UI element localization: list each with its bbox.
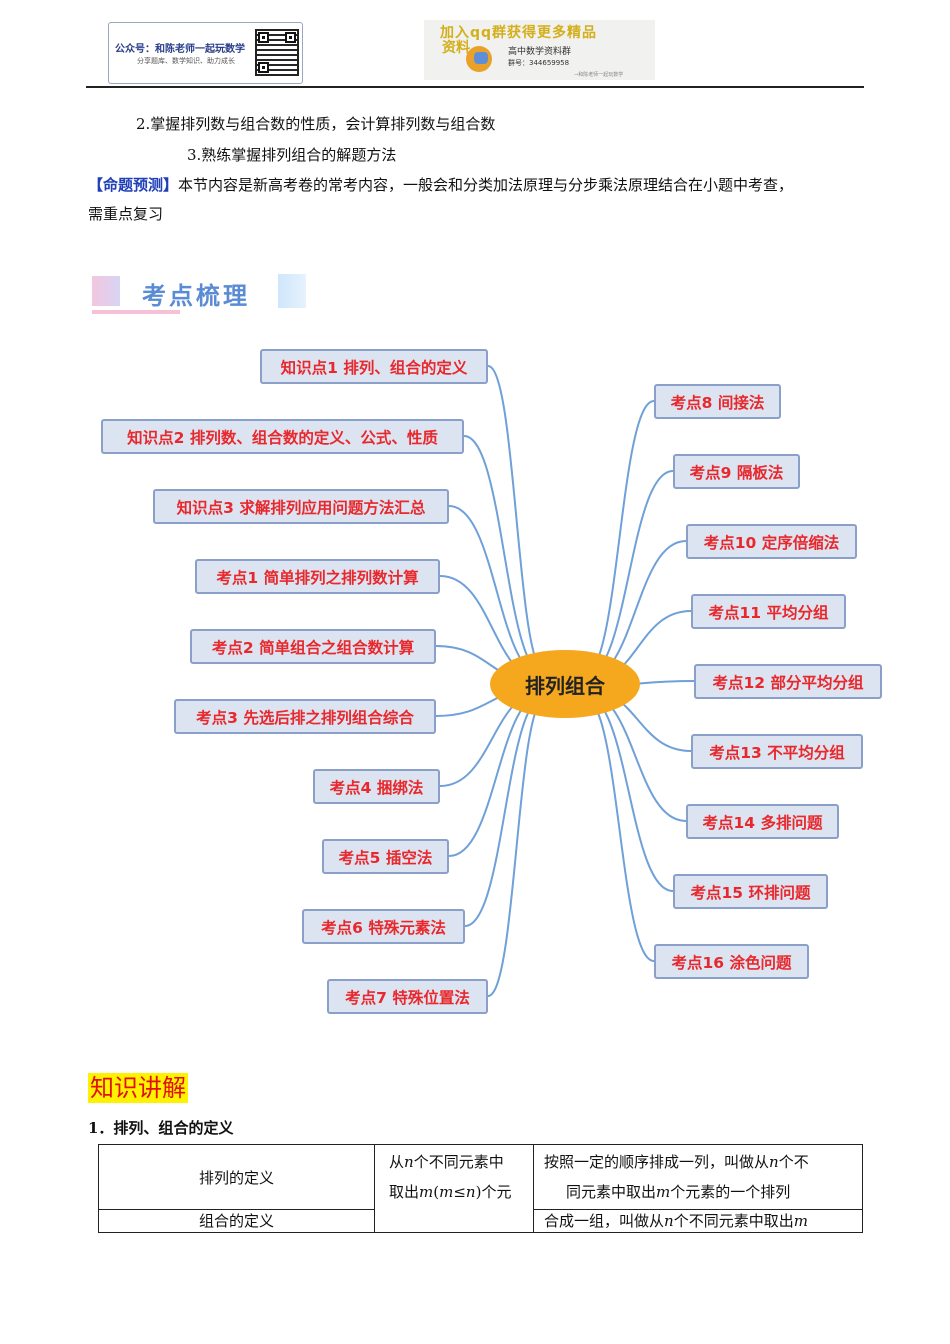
heading-right-bar xyxy=(278,274,306,308)
prediction-tag: 【命题预测】 xyxy=(88,176,179,194)
objective-2: 2.掌握排列数与组合数的性质，会计算排列数与组合数 xyxy=(136,115,496,133)
perm-def-line-1: 按照一定的顺序排成一列，叫做从n个不 xyxy=(544,1153,809,1171)
mindmap-node-left-7: 考点4 捆绑法 xyxy=(313,769,440,804)
perm-def-line-2: 同元素中取出m个元素的一个排列 xyxy=(566,1183,791,1201)
banner-group-name: 高中数学资料群 xyxy=(508,47,572,57)
header-divider xyxy=(86,86,864,88)
connector-right-8 xyxy=(584,694,674,892)
mindmap-node-left-1: 知识点1 排列、组合的定义 xyxy=(260,349,488,384)
mindmap-node-right-2: 考点9 隔板法 xyxy=(673,454,800,489)
account-card: 公众号：和陈老师一起玩数学 分享题库、数学知识、助力成长 xyxy=(108,22,303,84)
connector-left-8 xyxy=(448,692,546,857)
connector-right-1 xyxy=(584,400,655,675)
mindmap-node-left-2: 知识点2 排列数、组合数的定义、公式、性质 xyxy=(101,419,464,454)
avatar-icon xyxy=(466,46,492,72)
mindmap-node-right-6: 考点13 不平均分组 xyxy=(691,734,863,769)
objective-3: 3.熟练掌握排列组合的解题方法 xyxy=(187,146,397,164)
mindmap-node-left-3: 知识点3 求解排列应用问题方法汇总 xyxy=(153,489,449,524)
knowledge-heading: 知识讲解 xyxy=(88,1073,188,1103)
mindmap-node-right-9: 考点16 涂色问题 xyxy=(654,944,809,979)
mindmap-node-right-4: 考点11 平均分组 xyxy=(691,594,846,629)
prediction-line-2: 需重点复习 xyxy=(88,205,164,223)
heading-underline xyxy=(92,310,180,314)
mindmap-node-left-8: 考点5 插空法 xyxy=(322,839,449,874)
connector-left-9 xyxy=(464,695,546,927)
connector-left-1 xyxy=(487,365,546,673)
definition-table: 排列的定义 从n个不同元素中 取出m(m≤n)个元 按照一定的顺序排成一列，叫做… xyxy=(98,1144,863,1233)
banner-subtitle: 资料 xyxy=(442,40,470,56)
connector-left-2 xyxy=(463,435,546,676)
section-title: 考点梳理 xyxy=(142,282,250,310)
qq-group-banner: 加入qq群获得更多精品 资料 高中数学资料群 群号：344659958 →和陈老… xyxy=(424,20,655,80)
mindmap-center: 排列组合 xyxy=(490,650,640,718)
mindmap-node-right-5: 考点12 部分平均分组 xyxy=(694,664,882,699)
mindmap-node-left-4: 考点1 简单排列之排列数计算 xyxy=(195,559,440,594)
qr-code-icon xyxy=(255,29,299,76)
mindmap-node-left-5: 考点2 简单组合之组合数计算 xyxy=(190,629,436,664)
account-title: 公众号：和陈老师一起玩数学 xyxy=(115,44,245,55)
comb-definition-cell: 合成一组，叫做从n个不同元素中取出m xyxy=(533,1209,863,1233)
condition-line-1: 从n个不同元素中 xyxy=(389,1153,504,1171)
connector-left-10 xyxy=(487,698,546,997)
mindmap-node-left-9: 考点6 特殊元素法 xyxy=(302,909,465,944)
perm-label-cell: 排列的定义 xyxy=(98,1144,375,1210)
mindmap-node-right-1: 考点8 间接法 xyxy=(654,384,781,419)
section-heading: 考点梳理 xyxy=(92,272,312,318)
mindmap-node-right-8: 考点15 环排问题 xyxy=(673,874,828,909)
prediction-text: 本节内容是新高考卷的常考内容，一般会和分类加法原理与分步乘法原理结合在小题中考查… xyxy=(178,176,794,194)
mindmap-node-right-7: 考点14 多排问题 xyxy=(686,804,839,839)
connector-right-2 xyxy=(584,470,674,678)
prediction-line-1: 【命题预测】本节内容是新高考卷的常考内容，一般会和分类加法原理与分步乘法原理结合… xyxy=(88,174,793,196)
banner-group-number: 群号：344659958 xyxy=(508,59,570,67)
connector-right-9 xyxy=(584,697,655,962)
shared-condition-cell: 从n个不同元素中 取出m(m≤n)个元 xyxy=(374,1144,534,1233)
condition-line-2: 取出m(m≤n)个元 xyxy=(389,1183,512,1201)
banner-footnote: →和陈老师一起玩数学 xyxy=(574,72,624,78)
comb-label-cell: 组合的定义 xyxy=(98,1209,375,1233)
comb-label: 组合的定义 xyxy=(198,1211,274,1230)
perm-definition-cell: 按照一定的顺序排成一列，叫做从n个不 同元素中取出m个元素的一个排列 xyxy=(533,1144,863,1210)
perm-label: 排列的定义 xyxy=(198,1168,274,1187)
mindmap-node-right-3: 考点10 定序倍缩法 xyxy=(686,524,857,559)
mindmap-node-left-10: 考点7 特殊位置法 xyxy=(327,979,488,1014)
mindmap-node-left-6: 考点3 先选后排之排列组合综合 xyxy=(174,699,436,734)
account-subtitle: 分享题库、数学知识、助力成长 xyxy=(137,57,235,65)
definition-subheading: 1．排列、组合的定义 xyxy=(88,1119,234,1137)
banner-title: 加入qq群获得更多精品 xyxy=(440,25,598,41)
heading-left-bar xyxy=(92,276,120,306)
connector-left-3 xyxy=(448,505,546,679)
